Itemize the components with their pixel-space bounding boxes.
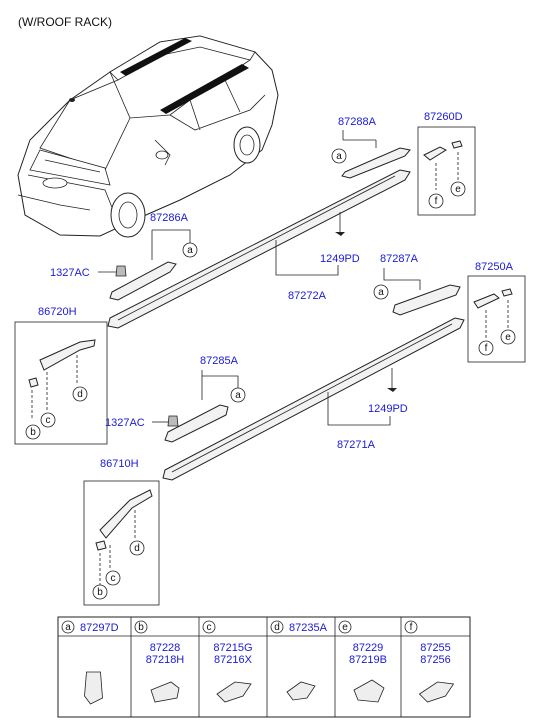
callout-e: e [455,184,461,195]
rail-87272A [107,169,411,329]
label-87260D: 87260D [424,111,463,123]
box-87250A [467,275,526,363]
label-87287A: 87287A [380,253,419,265]
legend-part-number: 87216X [214,654,253,666]
diagram-title: (W/ROOF RACK) [18,15,112,29]
legend-letter: f [410,622,413,633]
legend-part-sketch [286,681,316,701]
callout-e-2: e [505,332,511,343]
legend-part-sketch [84,671,103,705]
legend-part-sketch [418,681,455,703]
vehicle-illustration [17,35,279,238]
callout-a-4: a [235,390,241,401]
callout-c: c [46,415,51,426]
callout-f: f [435,196,438,207]
callout-c-2: c [111,573,116,584]
legend-part-number: 87229 [353,642,384,654]
callout-d-2: d [134,543,140,554]
legend-part-sketch [150,681,180,703]
label-1327AC-bottom: 1327AC [105,417,145,429]
legend-letter-circle [270,620,284,634]
callout-d: d [77,389,83,400]
legend-cell-a: a 87297D [61,620,119,705]
part-87286A-cover [109,261,177,301]
legend-part-sketch [216,681,252,703]
legend-part-number: 87228 [150,642,181,654]
callout-a-2: a [187,245,193,256]
legend-part-number: 87215G [213,642,252,654]
label-87271A: 87271A [337,439,376,451]
label-87286A: 87286A [150,212,189,224]
legend-letter-circle [404,620,418,634]
legend-letter: e [342,622,348,633]
part-87287A-cover [392,284,461,316]
label-87250A: 87250A [475,261,514,273]
legend-cell-d: d 87235A [270,620,328,701]
legend-letter: b [138,622,144,633]
legend-part-number: 87297D [80,622,119,634]
legend-letter-circle [61,620,75,634]
legend-part-sketch [353,679,385,703]
legend-letter: d [274,622,280,633]
label-86710H: 86710H [100,458,139,470]
legend-letter-circle [338,620,352,634]
label-1249PD-bottom: 1249PD [368,403,408,415]
legend-letter: a [65,622,71,633]
legend-letter-circle [202,620,216,634]
callout-a-3: a [378,287,384,298]
label-1327AC-top: 1327AC [50,267,90,279]
callout-a: a [336,151,342,162]
label-87285A: 87285A [200,355,239,367]
callout-b: b [30,427,36,438]
legend-part-number: 87219B [349,654,387,666]
box-87260D [417,126,476,216]
legend-letter: c [207,622,212,633]
label-87272A: 87272A [288,290,327,302]
parts-legend-table [57,616,471,718]
label-1249PD-top: 1249PD [320,253,360,265]
legend-letter-circle [134,620,148,634]
legend-part-number: 87255 [420,642,451,654]
legend-part-number: 87235A [289,622,328,634]
legend-part-number: 87218H [146,654,185,666]
label-86720H: 86720H [38,306,77,318]
part-87285A-cover [164,404,229,443]
legend-part-number: 87256 [420,654,451,666]
label-87288A: 87288A [338,116,377,128]
rail-87271A [162,317,465,481]
callout-f-2: f [485,343,488,354]
part-87288A-cover [341,147,411,179]
callout-b-2: b [97,587,103,598]
